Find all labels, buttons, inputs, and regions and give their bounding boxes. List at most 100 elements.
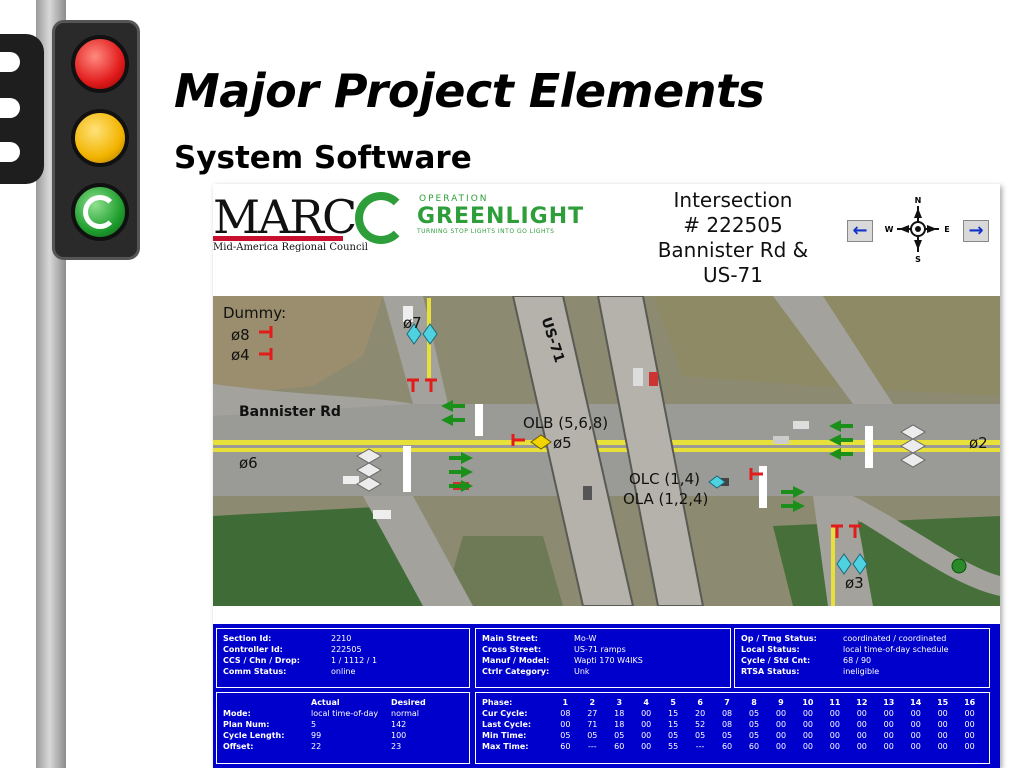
phase-cell: 6 [697,698,703,707]
red-lamp-icon [71,35,129,93]
phase-cell: 00 [641,709,652,718]
phase-cell: 00 [937,720,948,729]
field-value: 68 / 90 [843,656,872,665]
phase-cell: 7 [724,698,730,707]
phase-cell: 16 [964,698,976,707]
phase-cell: 00 [775,731,787,740]
greenlight-logo-icon [355,192,407,244]
phase-7-label: ø7 [403,314,422,332]
section-info-box: Section Id:2210 Controller Id:222505 CCS… [216,628,470,688]
dummy-label: Dummy: [223,304,287,322]
field-value: Wapti 170 W4IKS [574,656,643,665]
overlap-c-label: OLC (1,4) [629,470,700,488]
field-label: Main Street: [482,634,538,643]
phase-cell: 00 [937,709,948,718]
phase-cell: 2 [589,698,596,707]
phase-8-label: ø8 [231,326,250,344]
phase-cell: 05 [587,731,598,740]
intersection-line: Intersection [673,188,793,212]
arm-slot [0,142,20,162]
phase-cell: 00 [910,742,921,751]
phase-cell: 05 [695,731,706,740]
controller-status-panel: Section Id:2210 Controller Id:222505 CCS… [213,624,1000,768]
phase-cell: 00 [883,731,894,740]
row-label: Phase: [482,698,513,707]
phase-cell: 00 [829,731,840,740]
phase-cell: 3 [616,698,623,707]
phase-cell: 08 [721,720,733,729]
phase-cell: 00 [964,731,975,740]
phase-cell: 00 [775,742,787,751]
traffic-light-arm [0,34,44,184]
phase-cell: 60 [614,742,625,751]
phase-2-label: ø2 [969,434,988,452]
yellow-lamp-icon [71,109,129,167]
arm-slot [0,52,20,72]
intersection-aerial-map: Dummy: ø8 ø4 ø7 US-71 Bannister Rd ø6 OL… [213,296,1000,606]
phase-cell: 05 [560,731,571,740]
phase-cell: 00 [802,742,813,751]
phase-cell: 00 [937,731,948,740]
intersection-line: US-71 [703,263,763,287]
phase-cell: 00 [775,720,787,729]
phase-cell: 55 [668,742,679,751]
field-label: RTSA Status: [741,667,800,676]
phase-6-label: ø6 [239,454,258,472]
previous-intersection-button[interactable]: ← [847,220,873,242]
field-label: Cross Street: [482,645,542,654]
phase-cell: 18 [614,709,625,718]
phase-cell: 00 [829,720,840,729]
greenlight-logo-text: GREENLIGHT [417,204,585,229]
street-info-box: Main Street:Mo-W Cross Street:US-71 ramp… [475,628,731,688]
field-value: 222505 [331,645,362,654]
phase-cell: 1 [562,698,569,707]
field-label: CCS / Chn / Drop: [223,656,300,665]
phase-cell: 05 [614,731,625,740]
phase-cell: 05 [748,709,760,718]
phase-cell: 00 [883,709,894,718]
field-label: Op / Tmg Status: [741,634,817,643]
row-label: Max Time: [482,742,529,751]
phase-cell: 14 [910,698,922,707]
phase-cell: --- [587,742,597,751]
field-value: coordinated / coordinated [843,634,947,643]
phase-cell: 20 [695,709,706,718]
row-label: Last Cycle: [482,720,532,729]
marc-logo-bar [213,236,343,241]
phase-cell: 00 [856,709,867,718]
slide-subtitle: System Software [174,140,472,176]
phase-4-label: ø4 [231,346,250,364]
phase-cell: 00 [883,720,894,729]
phase-cell: 05 [668,731,679,740]
phase-cell: 00 [802,720,813,729]
phase-cell: 00 [560,720,571,729]
phase-cell: 60 [748,742,760,751]
field-value: ineligible [843,667,880,676]
phase-cell: 00 [856,720,867,729]
greenlight-tagline: TURNING STOP LIGHTS INTO GO LIGHTS [417,228,555,235]
field-value: Unk [574,667,590,676]
phase-3-label: ø3 [845,574,864,592]
phase-cell: 00 [910,731,921,740]
phase-cell: 15 [668,709,679,718]
overlap-a-label: OLA (1,2,4) [623,490,709,508]
phase-cell: --- [695,742,705,751]
next-intersection-button[interactable]: → [963,220,989,242]
phase-cell: 00 [910,720,921,729]
compass-w: W [885,225,894,234]
compass-n: N [915,196,922,205]
operation-status-box: Op / Tmg Status: coordinated / coordinate… [734,628,990,688]
phase-cell: 4 [643,698,649,707]
bannister-road-label: Bannister Rd [239,404,341,420]
compass-s: S [915,255,921,264]
phase-cell: 00 [829,709,840,718]
system-software-screenshot: MARC Mid-America Regional Council OPERAT… [213,184,1000,768]
row-label: Min Time: [482,731,527,740]
field-value: 1 / 1112 / 1 [331,656,378,665]
